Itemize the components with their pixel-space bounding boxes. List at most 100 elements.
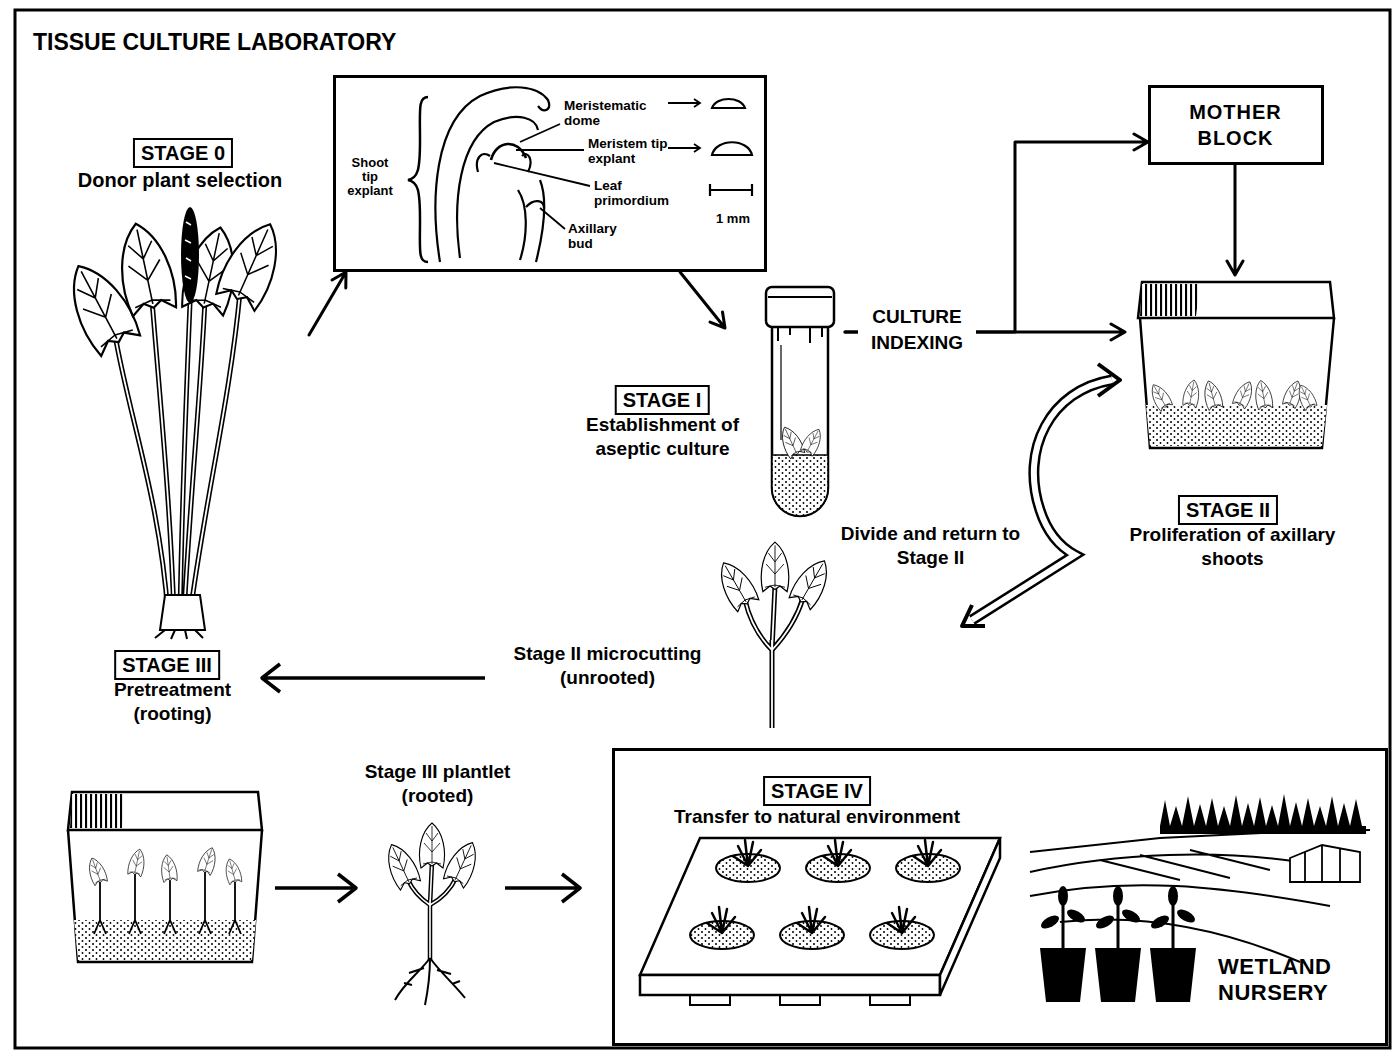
part-label: Meristem tip explant bbox=[588, 136, 670, 166]
outer-leaf bbox=[436, 87, 550, 262]
cap-shading bbox=[70, 794, 125, 828]
flow-arrow bbox=[275, 874, 356, 902]
leaf bbox=[197, 845, 220, 875]
diagram-title: TISSUE CULTURE LABORATORY bbox=[33, 27, 673, 57]
potted-leaves bbox=[1039, 886, 1197, 931]
test-tube bbox=[766, 287, 834, 516]
rooting-plantlets bbox=[94, 870, 241, 934]
stage-description: Pretreatment (rooting) bbox=[95, 678, 250, 726]
leaf bbox=[761, 542, 789, 592]
jar-medium bbox=[1146, 405, 1327, 446]
leaf bbox=[788, 554, 837, 611]
stage-tag: STAGE I bbox=[615, 385, 710, 415]
shoot bbox=[1294, 382, 1317, 411]
stage-tag: STAGE 0 bbox=[133, 138, 233, 168]
microcutting bbox=[712, 542, 837, 728]
leaf bbox=[111, 219, 179, 317]
shoot bbox=[1232, 379, 1257, 410]
jar-cap bbox=[68, 792, 262, 830]
tube-body bbox=[772, 325, 828, 516]
tray-cells bbox=[690, 995, 910, 1005]
part-label: Shoot tip explant bbox=[342, 156, 398, 198]
seedling bbox=[707, 907, 735, 933]
tip-symbol bbox=[712, 142, 752, 155]
stage-three-jar bbox=[68, 792, 262, 962]
leaf-blob bbox=[1149, 913, 1171, 932]
edge-label: CULTURE INDEXING bbox=[858, 304, 976, 356]
part-label: Leaf primordium bbox=[594, 178, 682, 208]
leaf-blob bbox=[1065, 907, 1087, 926]
leaf-blob bbox=[1094, 913, 1116, 932]
leaf-blob bbox=[1039, 913, 1061, 932]
leaf-blob bbox=[1175, 907, 1197, 926]
flow-arrow bbox=[262, 664, 485, 692]
tray-top bbox=[640, 838, 1000, 975]
nursery-pots bbox=[1040, 948, 1196, 1002]
roots bbox=[155, 630, 203, 639]
shoot bbox=[1253, 379, 1274, 410]
greenhouse bbox=[1290, 845, 1360, 882]
cap-shading bbox=[1140, 284, 1200, 316]
flower-spike bbox=[181, 207, 199, 303]
leaf bbox=[712, 556, 761, 613]
flow-label: Divide and return to Stage II bbox=[838, 522, 1023, 570]
part-label: Meristematic dome bbox=[564, 98, 674, 128]
stage-description: Donor plant selection bbox=[55, 167, 305, 193]
inner-leaf bbox=[518, 190, 526, 260]
leaf-blob bbox=[1058, 886, 1068, 906]
axillary-bud bbox=[526, 201, 544, 208]
leaf bbox=[214, 215, 292, 312]
tree-line bbox=[1160, 794, 1366, 834]
leaf bbox=[159, 854, 178, 883]
leaf bbox=[442, 837, 484, 888]
flow-connector bbox=[680, 272, 725, 328]
seedling bbox=[887, 907, 915, 933]
explant bbox=[800, 426, 826, 457]
spike-marks bbox=[185, 222, 191, 279]
stage-two-jar bbox=[1138, 282, 1334, 448]
leaf bbox=[419, 823, 444, 868]
scale-bar bbox=[710, 184, 752, 196]
leaf bbox=[223, 857, 243, 885]
outer-leaf bbox=[536, 180, 544, 262]
return-arrow-fill bbox=[972, 380, 1112, 620]
leaf bbox=[85, 855, 108, 886]
cutting-stem-outline bbox=[745, 585, 803, 728]
seedling bbox=[823, 840, 851, 866]
stage-tag: STAGE II bbox=[1178, 495, 1278, 525]
stage-panel: STAGE 0Donor plant selection bbox=[55, 135, 309, 635]
shoot-tip-drawing bbox=[408, 87, 752, 262]
nursery-label: WETLAND NURSERY bbox=[1218, 954, 1378, 1006]
seedling bbox=[913, 840, 941, 866]
leaf-blob bbox=[1120, 907, 1142, 926]
stage-tag: STAGE III bbox=[114, 650, 220, 680]
flow-connector bbox=[1227, 165, 1243, 275]
jar-body bbox=[1140, 318, 1334, 448]
jar-body bbox=[68, 830, 262, 962]
field-rows bbox=[1030, 830, 1370, 962]
petiole-fill bbox=[115, 292, 240, 615]
flow-connector bbox=[845, 134, 1148, 332]
stage-description: Establishment of aseptic culture bbox=[565, 413, 760, 461]
rooted-plantlet bbox=[380, 823, 484, 1005]
plant-base bbox=[160, 595, 205, 630]
tray-front bbox=[640, 975, 940, 995]
plug-tray bbox=[640, 838, 1000, 1005]
stage-description: Proliferation of axillary shoots bbox=[1120, 523, 1345, 571]
tube-medium bbox=[772, 455, 828, 516]
part-label: Axillary bud bbox=[568, 221, 640, 251]
flow-label: Stage II microcutting (unrooted) bbox=[490, 642, 725, 690]
jar-cap bbox=[1138, 282, 1334, 318]
stage-panel: STAGE IIProliferation of axillary shoots bbox=[1125, 275, 1349, 578]
bracket bbox=[408, 97, 428, 262]
flow-connector bbox=[309, 272, 346, 335]
laboratory-frame bbox=[15, 10, 1390, 1048]
plantlet-roots bbox=[395, 958, 465, 1005]
box-label: MOTHER BLOCK bbox=[1151, 99, 1320, 151]
petiole-outline bbox=[115, 292, 240, 615]
pointer-arrows bbox=[668, 99, 700, 152]
scale-label: 1 mm bbox=[708, 211, 758, 226]
leaf bbox=[127, 848, 147, 878]
dome-symbol bbox=[712, 99, 745, 108]
